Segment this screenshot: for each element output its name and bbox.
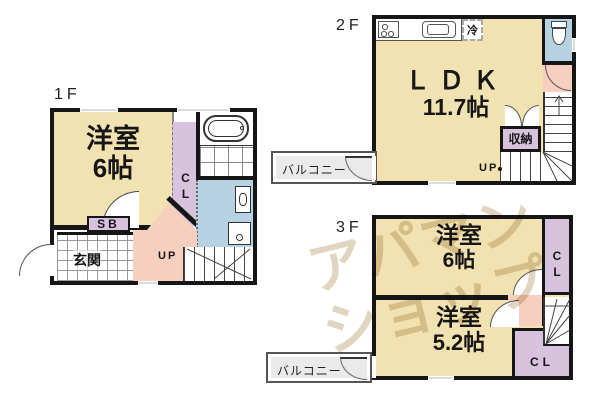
room-3f-bedroom2-labels: 洋室 5.2帖 — [376, 304, 542, 355]
stairs-2f-lower — [500, 152, 572, 181]
kitchen-counter-2f — [376, 19, 462, 41]
floor3-label: 3F — [336, 219, 363, 236]
storage-2f: 収納 — [500, 126, 541, 152]
stairs-1f-diagonals — [186, 248, 252, 280]
door-arc-3f-balcony — [340, 357, 367, 380]
stairs-1f — [183, 247, 253, 281]
window-2f-right — [572, 38, 576, 52]
bathtub-drain — [240, 126, 244, 130]
stairs-2f-up-label: UP — [479, 162, 499, 174]
room-2f-ldk-labels: ＬＤＫ 11.7帖 — [376, 67, 536, 121]
door-arc-3f-bedroom1 — [513, 269, 542, 295]
toilet-1f-bowl — [236, 234, 243, 241]
floor1-plan: 洋室 6帖 CL — [50, 108, 257, 285]
stairs-2f-up-arrow — [554, 95, 564, 116]
room-3f-bedroom1-labels: 洋室 6帖 — [376, 222, 542, 272]
stairs-2f-lower-treads — [500, 152, 544, 181]
stairs-2f-upper — [543, 92, 572, 152]
floor2-plan: 冷 ＬＤＫ 11.7帖 — [372, 15, 576, 185]
closet-3f-top-label: CL — [550, 248, 564, 281]
stairs-3f-fan — [545, 298, 571, 345]
wall-2f-toilet — [542, 61, 572, 65]
window-3f-bottom — [428, 376, 454, 380]
sink-icon — [422, 21, 456, 38]
stairs-3f — [543, 297, 571, 346]
balcony-2f: バルコニー — [271, 151, 377, 184]
closet-1f-gap — [172, 112, 198, 122]
room-3f-bedroom1-name: 洋室 — [436, 222, 482, 248]
closet-3f-bottom-label: CL — [530, 355, 554, 369]
window-1f-top-left — [80, 108, 118, 112]
balcony-3f: バルコニー — [266, 352, 372, 383]
landing-2f — [543, 65, 572, 92]
floor1-label: 1F — [54, 86, 81, 103]
stove-icon — [378, 21, 399, 38]
washbasin-icon — [235, 186, 251, 213]
bathtub-icon — [203, 115, 249, 142]
toilet-2f-icon — [552, 28, 566, 45]
stairs-2f-fan — [542, 152, 572, 181]
closet-1f-label: CL — [178, 171, 193, 203]
stairs-1f-up-label: UP — [158, 250, 178, 262]
room-2f-ldk-size: 11.7帖 — [422, 94, 490, 120]
washroom-1f — [196, 180, 253, 248]
balcony-2f-label: バルコニー — [282, 163, 347, 177]
balcony-2f-opening — [372, 156, 376, 180]
front-door-1f-arc — [19, 244, 51, 276]
room-1f-bedroom-name: 洋室 — [86, 124, 140, 154]
door-arc-2f-landing — [545, 65, 571, 91]
floor2-label: 2F — [336, 17, 363, 34]
stairs-2f-up-dot — [498, 167, 502, 171]
door-arc-2f-balcony — [345, 156, 372, 181]
room-1f-bedroom-size: 6帖 — [92, 153, 134, 184]
toilet-1f-icon — [228, 222, 251, 245]
entrance-1f: 玄関 — [57, 232, 133, 281]
sink-basin — [427, 24, 449, 35]
wall-3f-rooms — [376, 295, 508, 300]
washbasin-bowl — [239, 193, 247, 206]
shoebox-1f: SB — [87, 216, 130, 232]
floor3-plan: 洋室 6帖 洋室 5.2帖 CL CL — [372, 215, 573, 380]
bathroom-1f-tile-floor — [200, 145, 253, 178]
room-2f-ldk-name: ＬＤＫ — [404, 67, 507, 95]
toilet-room-2f — [542, 19, 572, 61]
bathtub-inner — [208, 120, 244, 137]
room-3f-bedroom1-size: 6帖 — [442, 248, 476, 272]
wall-1f-bath-wash — [196, 176, 253, 180]
toilet-2f-tank — [551, 21, 567, 28]
front-door-1f-opening — [50, 245, 54, 276]
entrance-1f-label: 玄関 — [73, 250, 101, 270]
room-3f-bedroom2-size: 5.2帖 — [432, 329, 486, 355]
closet-3f-top: CL — [542, 219, 569, 295]
window-1f-top-right — [177, 108, 230, 112]
window-2f-bottom — [428, 181, 456, 185]
bathroom-1f — [196, 112, 253, 178]
balcony-3f-label: バルコニー — [277, 364, 342, 378]
room-3f-bedroom2-name: 洋室 — [436, 304, 482, 330]
fridge-icon: 冷 — [462, 19, 483, 41]
window-1f-bottom — [138, 281, 158, 285]
balcony-3f-opening — [372, 356, 376, 378]
